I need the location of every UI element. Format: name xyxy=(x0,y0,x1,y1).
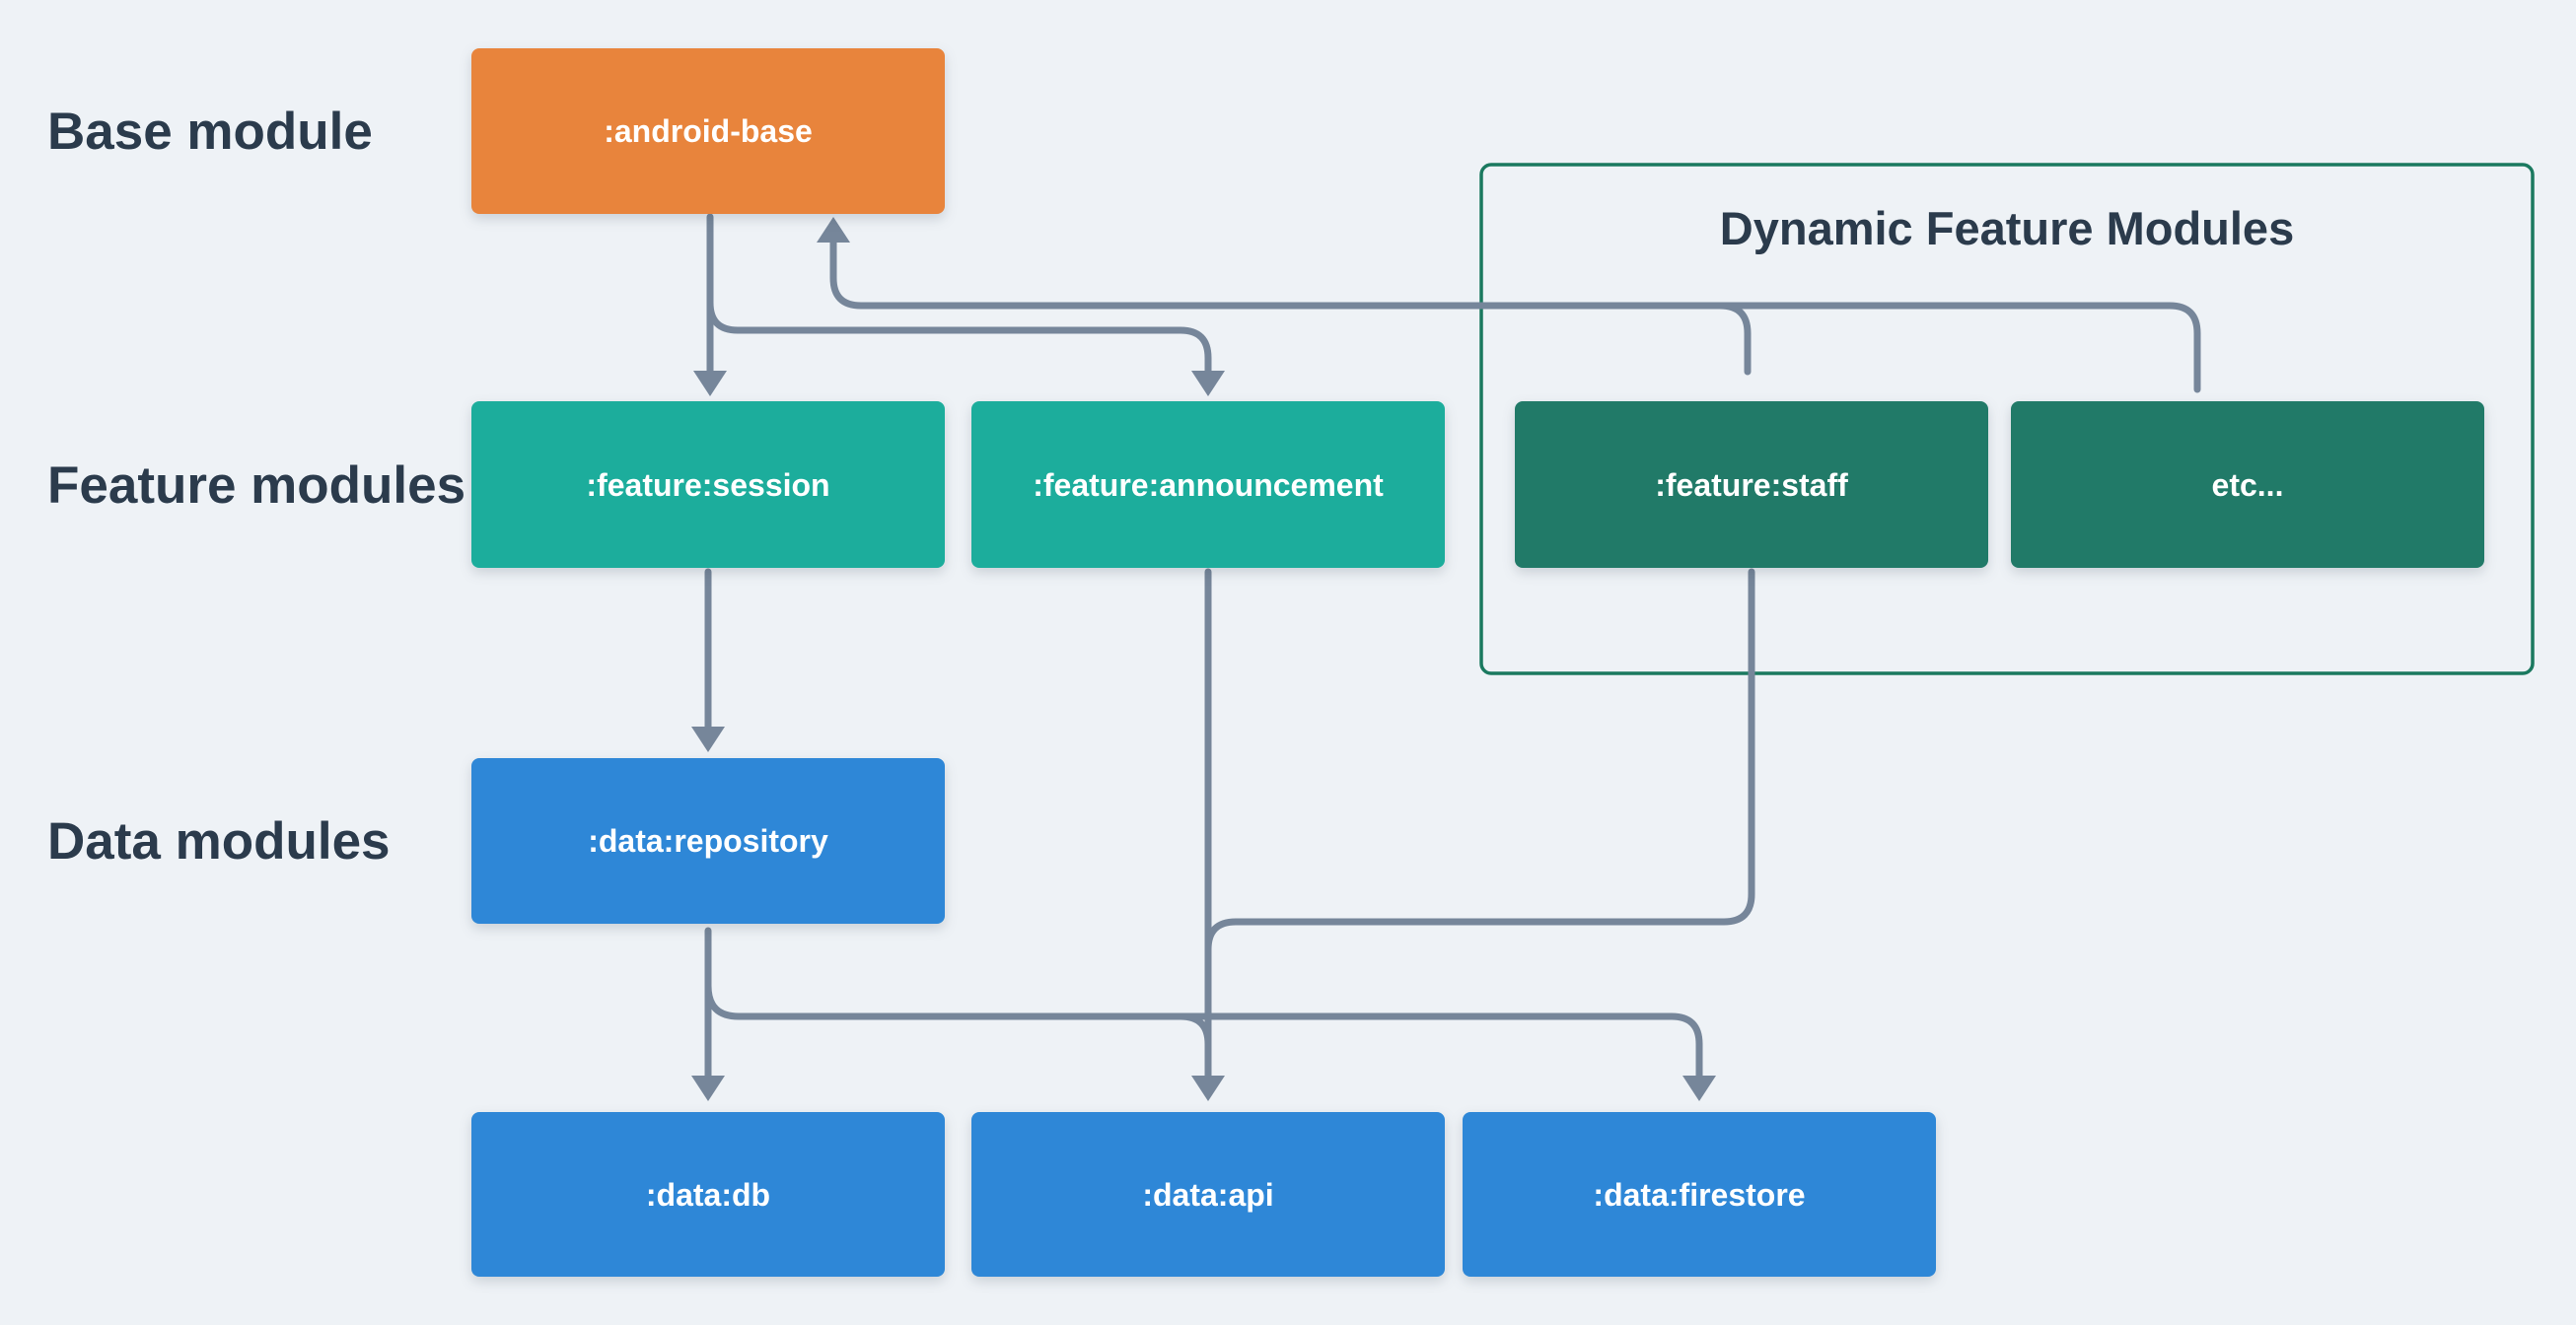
edge-junction-fillet xyxy=(1177,1012,1212,1048)
dynamic-feature-modules-container: Dynamic Feature Modules xyxy=(1479,163,2535,675)
row-label-feature-modules: Feature modules xyxy=(47,456,465,515)
arrowhead-data-firestore xyxy=(1682,1076,1716,1101)
node-data-repository-box xyxy=(471,758,945,924)
dynamic-feature-modules-title: Dynamic Feature Modules xyxy=(1720,202,2294,254)
node-feature-announcement-box xyxy=(971,401,1445,568)
node-feature-session-label: :feature:session xyxy=(586,467,829,503)
row-label-data-modules: Data modules xyxy=(47,812,391,871)
node-data-firestore-label: :data:firestore xyxy=(1593,1177,1805,1213)
arrowhead-data-repository xyxy=(691,727,725,752)
node-android-base-label: :android-base xyxy=(604,113,813,149)
edge-feature-staff-stub xyxy=(1716,302,1752,376)
edge-feature-staff-to-data-api xyxy=(1204,568,1755,953)
node-data-api-label: :data:api xyxy=(1142,1177,1273,1213)
nodes-layer: :android-base :feature:session :feature:… xyxy=(471,48,2484,1277)
node-feature-staff-box xyxy=(1515,401,1988,568)
node-feature-session-box xyxy=(471,401,945,568)
node-data-db-box xyxy=(471,1112,945,1277)
dynamic-feature-modules-border xyxy=(1479,163,2535,675)
edge-data-repository-to-data-firestore xyxy=(704,982,1703,1081)
arrowhead-android-base xyxy=(817,217,850,243)
node-android-base-box xyxy=(471,48,945,214)
node-data-api: :data:api xyxy=(971,1112,1445,1277)
node-feature-staff-label: :feature:staff xyxy=(1655,467,1848,503)
node-data-db: :data:db xyxy=(471,1112,945,1277)
node-feature-staff: :feature:staff xyxy=(1515,401,1988,568)
node-android-base: :android-base xyxy=(471,48,945,214)
row-label-base-module: Base module xyxy=(47,103,373,161)
edge-android-base-to-feature-announcement xyxy=(706,299,1212,379)
arrowhead-data-db xyxy=(691,1076,725,1101)
node-data-api-box xyxy=(971,1112,1445,1277)
node-data-firestore-box xyxy=(1463,1112,1936,1277)
node-data-repository: :data:repository xyxy=(471,758,945,924)
node-etc-box xyxy=(2011,401,2484,568)
node-feature-announcement-label: :feature:announcement xyxy=(1033,467,1384,503)
arrowhead-data-api xyxy=(1191,1076,1225,1101)
row-labels: Base module Feature modules Data modules xyxy=(47,103,465,871)
node-etc: etc... xyxy=(2011,401,2484,568)
edges-layer xyxy=(691,213,2201,1101)
node-etc-label: etc... xyxy=(2212,467,2284,503)
edge-dynamic-features-to-android-base xyxy=(829,239,2201,393)
arrowhead-feature-session xyxy=(693,371,727,396)
node-feature-session: :feature:session xyxy=(471,401,945,568)
node-data-firestore: :data:firestore xyxy=(1463,1112,1936,1277)
arrowhead-feature-announcement xyxy=(1191,371,1225,396)
node-data-db-label: :data:db xyxy=(646,1177,770,1213)
node-data-repository-label: :data:repository xyxy=(588,823,828,859)
node-feature-announcement: :feature:announcement xyxy=(971,401,1445,568)
